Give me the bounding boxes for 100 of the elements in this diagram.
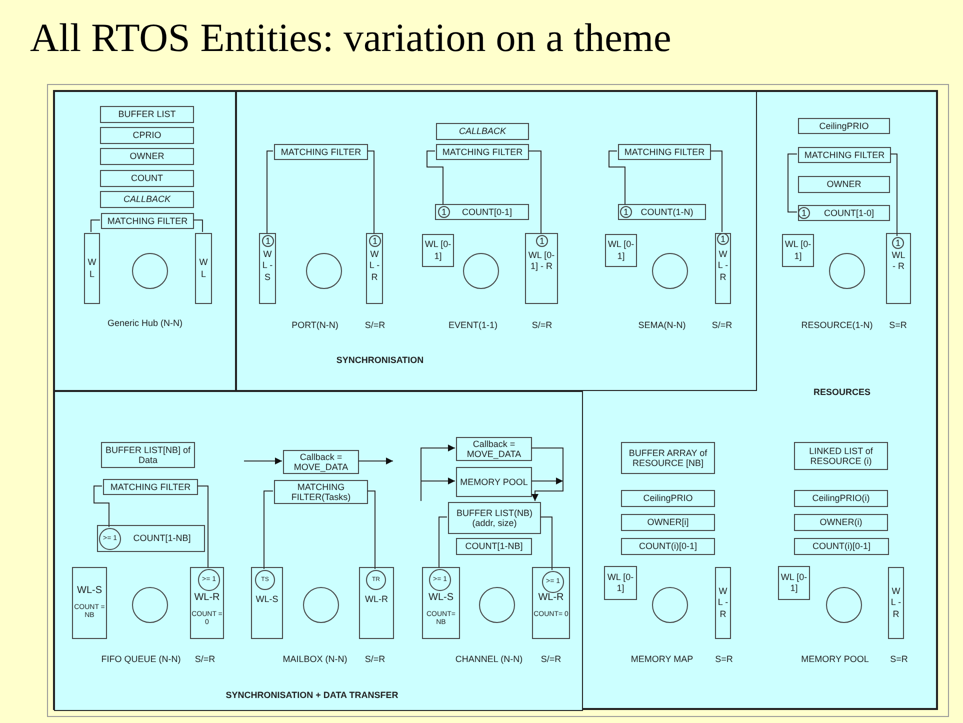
- entity-caption: SEMA(N-N): [638, 320, 686, 330]
- hub-circle: [306, 253, 342, 289]
- field-box: COUNT(i)[0-1]: [794, 538, 889, 555]
- wait-list-box: [525, 233, 558, 304]
- hub-circle: [652, 587, 688, 623]
- wait-list-box: W L: [195, 233, 212, 304]
- arrow: [244, 458, 282, 464]
- field-box: MEMORY POOL: [456, 467, 532, 497]
- connector-line: [890, 154, 898, 236]
- entity-caption: S/=R: [712, 320, 732, 330]
- field-box: CALLBACK: [436, 123, 529, 140]
- field-box: OWNER: [798, 176, 890, 193]
- section-panel: [236, 91, 757, 391]
- hub-circle: [132, 253, 168, 289]
- field-box: OWNER[i]: [621, 514, 715, 531]
- wait-list-label: WL-S: [256, 594, 278, 606]
- entity-caption: PORT(N-N): [292, 320, 338, 330]
- section-panel: [54, 91, 236, 391]
- field-box: COUNT[1-NB]: [456, 538, 532, 555]
- field-label: COUNT[1-0]: [824, 208, 874, 218]
- field-box: LINKED LIST of RESOURCE (i): [794, 442, 888, 470]
- wait-list-label: WL - R: [892, 250, 906, 272]
- entity-caption: S/=R: [532, 320, 552, 330]
- entity-caption: S=R: [890, 654, 908, 664]
- hub-circle: [826, 587, 862, 623]
- wait-list-box: [190, 567, 224, 639]
- count-circle: 1: [536, 235, 548, 247]
- field-box: [618, 204, 706, 220]
- wait-list-label: WL-R: [538, 592, 564, 604]
- wait-list-box: [886, 233, 911, 304]
- field-box: CeilingPRIO: [798, 118, 890, 134]
- field-box: Callback = MOVE_DATA: [283, 450, 359, 474]
- wait-list-box: [359, 567, 394, 639]
- entity-caption: S=R: [889, 320, 907, 330]
- wait-list-label: W L - R: [368, 249, 381, 283]
- wait-list-box: [422, 567, 460, 639]
- wait-list-label: WL-S: [428, 592, 454, 604]
- entity-caption: Generic Hub (N-N): [108, 318, 182, 328]
- entity-caption: CHANNEL (N-N): [455, 654, 523, 664]
- entity-caption: S/=R: [364, 654, 386, 664]
- field-box: MATCHING FILTER: [274, 144, 368, 160]
- connector-line: [608, 150, 626, 206]
- hub-circle: [463, 253, 499, 289]
- field-box: COUNT(i)[0-1]: [621, 538, 715, 555]
- hub-circle: [479, 587, 515, 623]
- wait-list-box: WL [0-1]: [422, 234, 454, 267]
- field-box: BUFFER LIST: [100, 106, 194, 123]
- entity-caption: S/=R: [364, 320, 386, 330]
- wait-list-label: W L - R: [716, 249, 730, 283]
- connector-line: [94, 486, 110, 528]
- entity-caption: RESOURCE(1-N): [801, 320, 873, 330]
- connector-line: [90, 220, 100, 232]
- count-circle: 1: [798, 207, 810, 219]
- connector-line: [366, 490, 376, 570]
- connector-line: [196, 486, 208, 568]
- panel-heading: SYNCHRONISATION + DATA TRANSFER: [226, 690, 398, 700]
- wait-list-box: [532, 567, 570, 639]
- entity-caption: S=R: [715, 654, 733, 664]
- connector-line: [266, 150, 274, 234]
- wait-list-box: WL [0-1]: [604, 566, 637, 600]
- hub-circle: [132, 587, 168, 623]
- wait-list-box: W L: [84, 233, 100, 304]
- slide-title: All RTOS Entities: variation on a theme: [30, 14, 672, 61]
- connector-line: [788, 154, 798, 212]
- entity-caption: MAILBOX (N-N): [282, 654, 348, 664]
- wait-list-box: WL [0-1]: [605, 234, 637, 267]
- connector-line: [710, 150, 722, 232]
- field-box: MATCHING FILTER: [103, 479, 198, 495]
- connector-line: [264, 490, 274, 570]
- connector-line: [426, 150, 444, 206]
- field-box: COUNT: [100, 170, 194, 187]
- entity-caption: FIFO QUEUE (N-N): [101, 654, 181, 664]
- panel-heading: RESOURCES: [814, 386, 870, 398]
- section-panel: [54, 391, 583, 711]
- field-label: COUNT[0-1]: [462, 206, 512, 218]
- field-box: OWNER(i): [794, 514, 888, 531]
- wait-list-box: WL [0-1]: [778, 566, 810, 600]
- panel-heading: SYNCHRONISATION: [336, 354, 424, 366]
- entity-caption: S/=R: [540, 654, 562, 664]
- entity-caption: EVENT(1-1): [448, 320, 498, 330]
- wait-list-box: W L - R: [888, 567, 904, 639]
- wait-list-label: WL [0-1] - R: [527, 250, 556, 272]
- field-box: CeilingPRIO: [621, 490, 715, 507]
- connector-line: [540, 516, 552, 570]
- wait-list-label: WL-R: [194, 592, 220, 604]
- count-circle: 1: [369, 235, 381, 247]
- count-circle: 1: [620, 206, 632, 218]
- arrow: [358, 458, 394, 464]
- field-box: MATCHING FILTER: [618, 144, 711, 160]
- field-box: MATCHING FILTER: [101, 213, 194, 229]
- wait-list-box: [715, 233, 731, 304]
- wait-list-box: WL [0-1]: [782, 234, 814, 267]
- field-box: MATCHING FILTER(Tasks): [274, 480, 368, 504]
- field-box: [97, 525, 205, 552]
- field-box: CPRIO: [100, 127, 194, 144]
- arrow: [530, 448, 564, 502]
- field-box: Callback = MOVE_DATA: [456, 437, 532, 461]
- field-box: [798, 205, 890, 221]
- wait-list-box: [72, 567, 107, 639]
- hub-circle: [303, 587, 339, 623]
